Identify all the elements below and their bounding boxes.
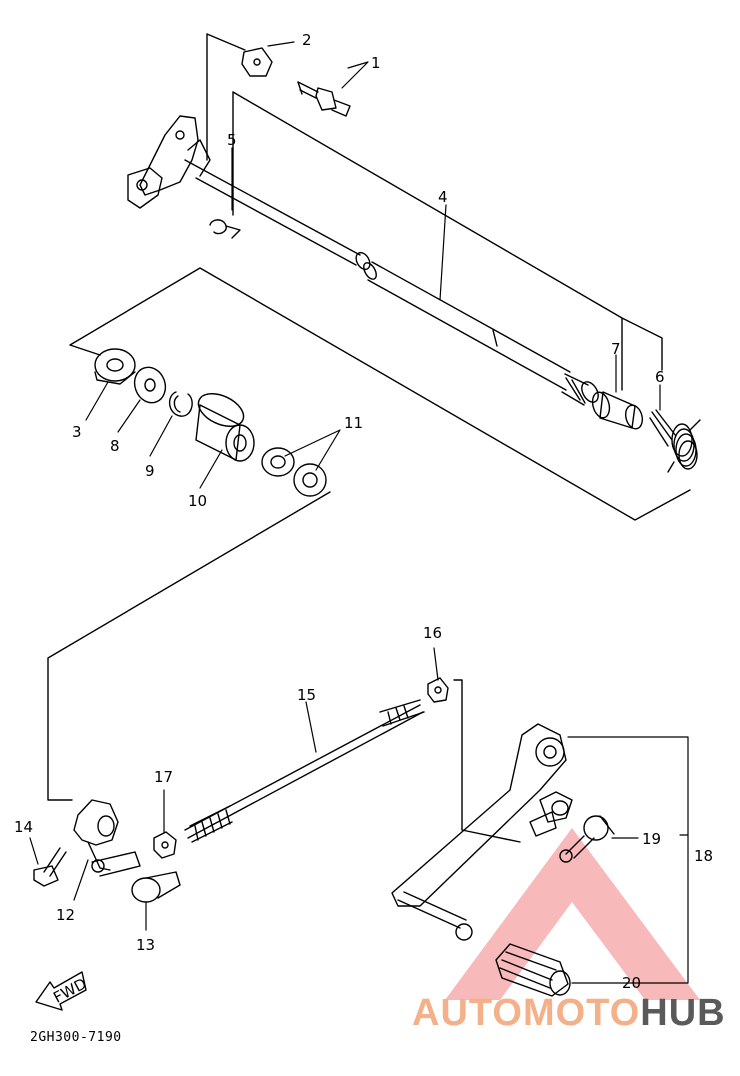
bracket-line-lower: [47, 491, 331, 801]
watermark-part1: AUTOMOTO: [412, 992, 641, 1034]
bracket-line-washers: [69, 267, 691, 521]
bolt-14: [33, 847, 67, 887]
shift-shaft-arm: [127, 115, 211, 209]
callout-11: 11: [344, 414, 363, 432]
collar-7: [591, 391, 644, 430]
clip-5: [209, 219, 241, 239]
footpeg-rubber-20: [495, 943, 571, 997]
bracket-line-2: [206, 33, 246, 161]
nut-17: [153, 831, 177, 859]
callout-1: 1: [371, 54, 381, 72]
circlip-9: [169, 391, 193, 417]
shift-pedal-18: [391, 723, 573, 941]
callout-9: 9: [145, 462, 155, 480]
seal-3: [94, 348, 136, 385]
bracket-line-5: [232, 91, 663, 391]
callout-20: 20: [622, 974, 641, 992]
callout-7: 7: [611, 340, 621, 358]
callout-18: 18: [694, 847, 713, 865]
fwd-arrow-icon: [35, 971, 87, 1011]
shift-rod-15: [184, 699, 425, 843]
callout-5: 5: [227, 131, 237, 149]
callout-12: 12: [56, 906, 75, 924]
leader-lines: [29, 41, 689, 984]
washers-11: [261, 447, 327, 497]
shift-shaft: [184, 159, 599, 406]
bolt-1: [297, 81, 351, 117]
callout-3: 3: [72, 423, 82, 441]
watermark-logo: [445, 828, 700, 1000]
callout-14: 14: [14, 818, 33, 836]
joint-13: [91, 851, 181, 903]
callout-19: 19: [642, 830, 661, 848]
callout-17: 17: [154, 768, 173, 786]
nut-2: [241, 47, 273, 77]
washer-8: [133, 366, 167, 404]
callout-8: 8: [110, 437, 120, 455]
callout-13: 13: [136, 936, 155, 954]
watermark-text: AUTOMOTOHUB: [412, 992, 726, 1035]
callout-6: 6: [655, 368, 665, 386]
diagram-code: 2GH300-7190: [30, 1030, 122, 1045]
callout-4: 4: [438, 188, 448, 206]
arm-12: [73, 799, 119, 871]
spring-6: [649, 409, 701, 473]
bracket-line-16: [453, 679, 521, 843]
callout-16: 16: [423, 624, 442, 642]
watermark-part2: HUB: [640, 992, 726, 1034]
callout-labels: 1 2 3 4 5 6 7 8 9 10 11 12 13 14 15 16 1…: [14, 31, 713, 1007]
callout-2: 2: [302, 31, 312, 49]
callout-15: 15: [297, 686, 316, 704]
bolt-19: [559, 815, 615, 863]
callout-10: 10: [188, 492, 207, 510]
bushing-10: [195, 393, 255, 462]
nut-16: [427, 677, 449, 703]
